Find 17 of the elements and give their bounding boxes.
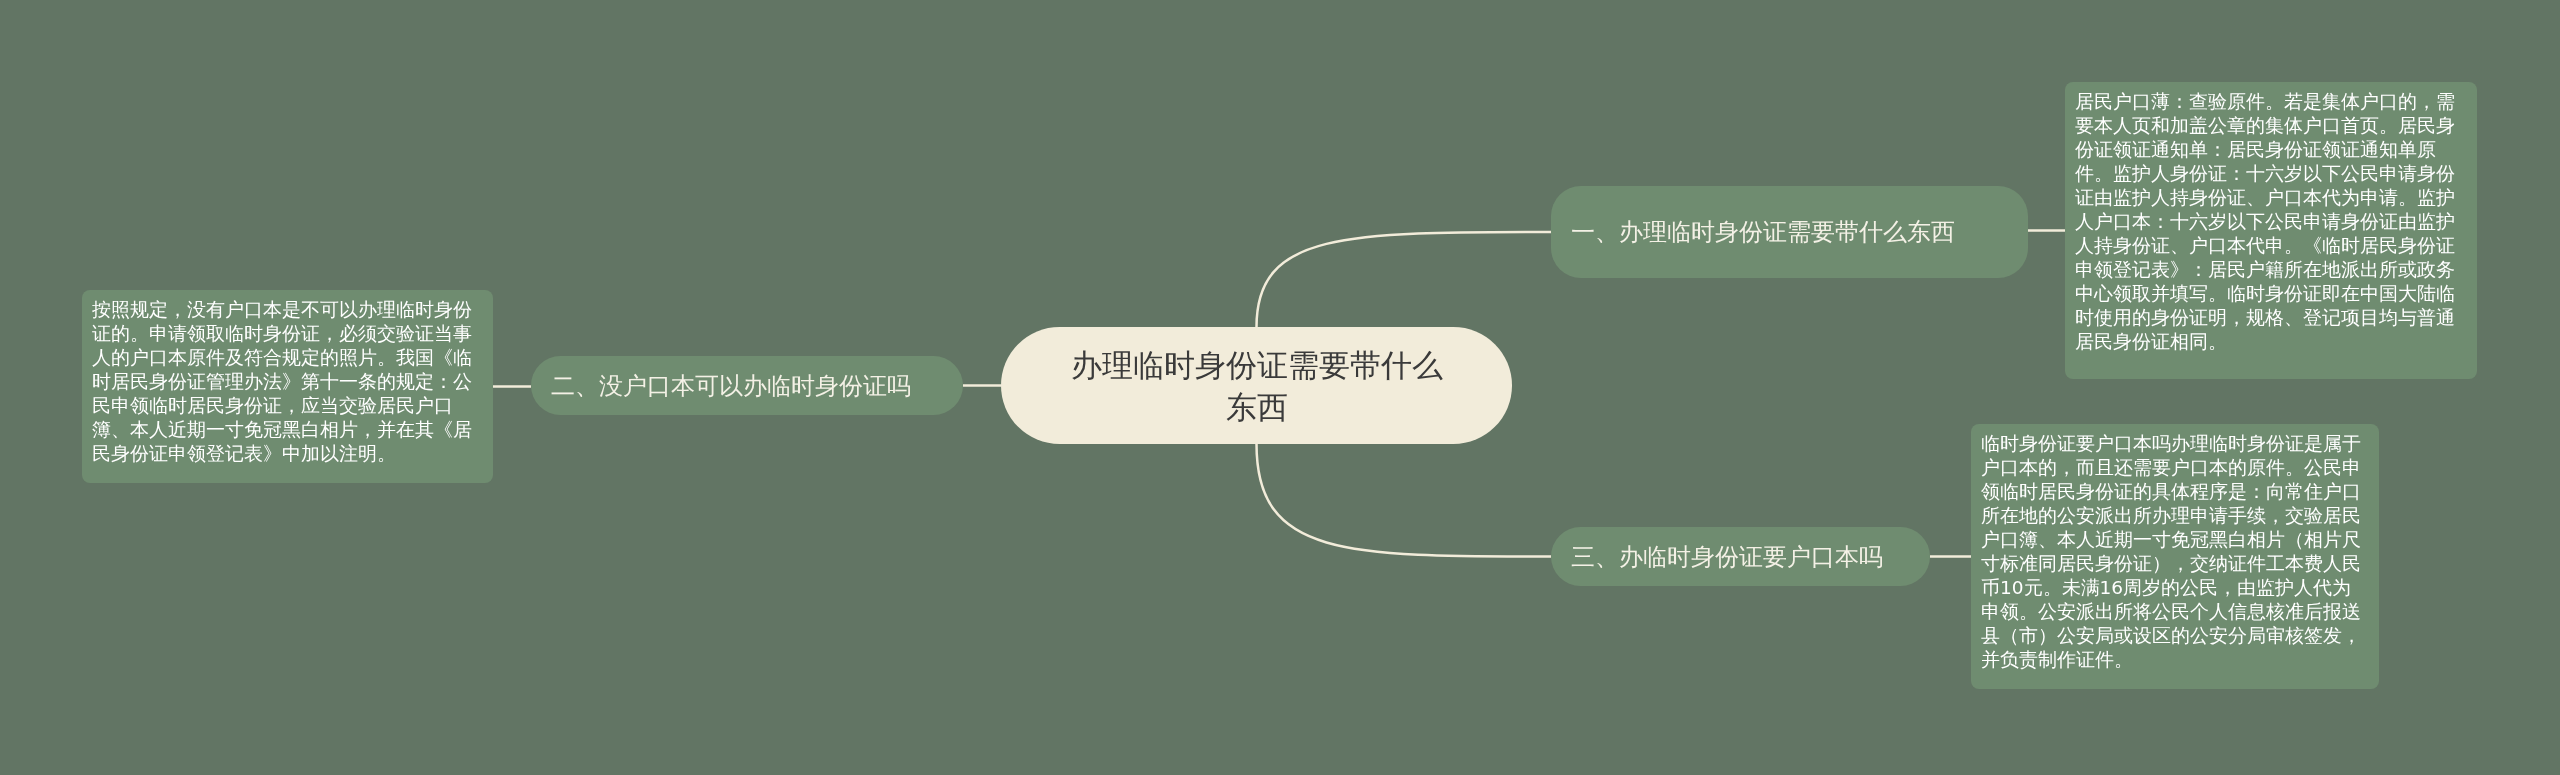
detail-note-box — [2065, 82, 2477, 379]
connector-line — [963, 384, 1001, 387]
node-text: 三、办临时身份证要户口本吗 — [1571, 541, 1883, 573]
connector-line — [1255, 230, 1551, 328]
node-text: 二、没户口本可以办临时身份证吗 — [551, 370, 911, 402]
detail-note-box — [1971, 424, 2379, 689]
node-text: 居民户口薄：查验原件。若是集体户口的，需要本人页和加盖公章的集体户口首页。居民身份证领证通知单：居民身份证领证通知单原件。监护人身份证：十六岁以下公民申请身份证由监护人持身份证、户口本代为申请。监护人户口本：十六岁以下公民申请身份证由监护人持身份证、户口本代申。《临时居民身份证申领登记表》：居民户籍所在地派出所或政务中心领取并填写。临时身份证即在中国大陆临时使用的身份证明，规格、登记项目均与普通居民身份证相同。 — [2075, 90, 2456, 354]
node-text: 一、办理临时身份证需要带什么东西 — [1571, 217, 1955, 248]
detail-note-box — [82, 290, 493, 483]
node-text: 办理临时身份证需要带什么东西 — [1069, 345, 1444, 427]
connector-line — [1255, 443, 1551, 558]
node-text: 按照规定，没有户口本是不可以办理临时身份证的。申请领取临时身份证，必须交验证当事人的户口本原件及符合规定的照片。我国《临时居民身份证管理办法》第十一条的规定：公民申领临时居民身份证，应当交验居民户口簿、本人近期一寸免冠黑白相片，并在其《居民身份证申领登记表》中加以注明。 — [92, 298, 473, 466]
branch-topic-box — [1551, 186, 2028, 278]
connector-line — [2028, 229, 2065, 232]
connector-line — [1930, 555, 1971, 558]
node-text: 临时身份证要户口本吗办理临时身份证是属于户口本的，而且还需要户口本的原件。公民申领临时居民身份证的具体程序是：向常住户口所在地的公安派出所办理申请手续，交验居民户口簿、本人近期一寸免冠黑白相片（相片尺寸标准同居民身份证），交纳证件工本费人民币10元。未满16周岁的公民，由监护人代为申领。公安派出所将公民个人信息核准后报送县（市）公安局或设区的公安分局审核签发，并负责制作证件。 — [1981, 432, 2362, 672]
connector-line — [493, 385, 531, 388]
